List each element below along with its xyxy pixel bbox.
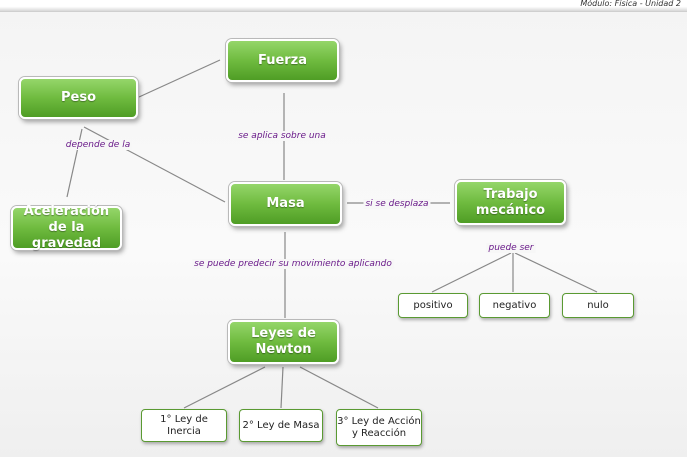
line-peso-fuerza — [138, 59, 221, 98]
link-label-puede-ser: puede ser — [486, 243, 536, 253]
node-positivo-label: positivo — [413, 299, 453, 311]
node-negativo-label: negativo — [492, 299, 537, 311]
node-ley2-label: 2° Ley de Masa — [242, 419, 320, 431]
node-peso[interactable]: Peso — [19, 77, 138, 119]
node-nulo-label: nulo — [587, 299, 609, 311]
node-aceleracion-gravedad[interactable]: Aceleración de la gravedad — [11, 204, 122, 251]
node-negativo[interactable]: negativo — [479, 293, 550, 318]
node-trabajo-label: Trabajo mecánico — [475, 186, 546, 218]
link-label-depende: depende de la — [63, 140, 133, 150]
node-leyes-newton[interactable]: Leyes de Newton — [228, 320, 339, 364]
node-positivo[interactable]: positivo — [398, 293, 468, 318]
node-leyes-label: Leyes de Newton — [251, 326, 316, 357]
line-trabajo-nulo — [514, 252, 598, 293]
node-fuerza[interactable]: Fuerza — [226, 39, 339, 82]
node-ley3-label: 3° Ley de Acción y Reacción — [337, 415, 421, 439]
line-leyes-ley3 — [299, 366, 379, 409]
line-leyes-ley1 — [183, 366, 266, 409]
link-label-desplaza: si se desplaza — [363, 199, 431, 209]
link-label-predecir: se puede predecir su movimiento aplicand… — [192, 259, 394, 269]
node-masa[interactable]: Masa — [229, 182, 342, 226]
node-ley-accion-reaccion[interactable]: 3° Ley de Acción y Reacción — [336, 409, 422, 446]
node-masa-label: Masa — [266, 196, 305, 211]
link-label-aplica: se aplica sobre una — [236, 131, 328, 141]
node-ley-masa[interactable]: 2° Ley de Masa — [239, 409, 323, 442]
node-ley1-label: 1° Ley de Inercia — [160, 413, 208, 437]
node-ley-inercia[interactable]: 1° Ley de Inercia — [141, 409, 227, 442]
node-trabajo-mecanico[interactable]: Trabajo mecánico — [455, 180, 566, 225]
line-peso-masa — [83, 126, 226, 203]
node-nulo[interactable]: nulo — [562, 293, 634, 318]
node-aceleracion-label: Aceleración de la gravedad — [23, 204, 110, 251]
top-bar: Módulo: Física - Unidad 2 — [0, 0, 687, 12]
node-fuerza-label: Fuerza — [257, 52, 308, 68]
line-leyes-ley2 — [280, 366, 284, 409]
node-peso-label: Peso — [60, 90, 96, 105]
module-label: Módulo: Física - Unidad 2 — [580, 0, 681, 8]
line-trabajo-positivo — [431, 252, 512, 293]
